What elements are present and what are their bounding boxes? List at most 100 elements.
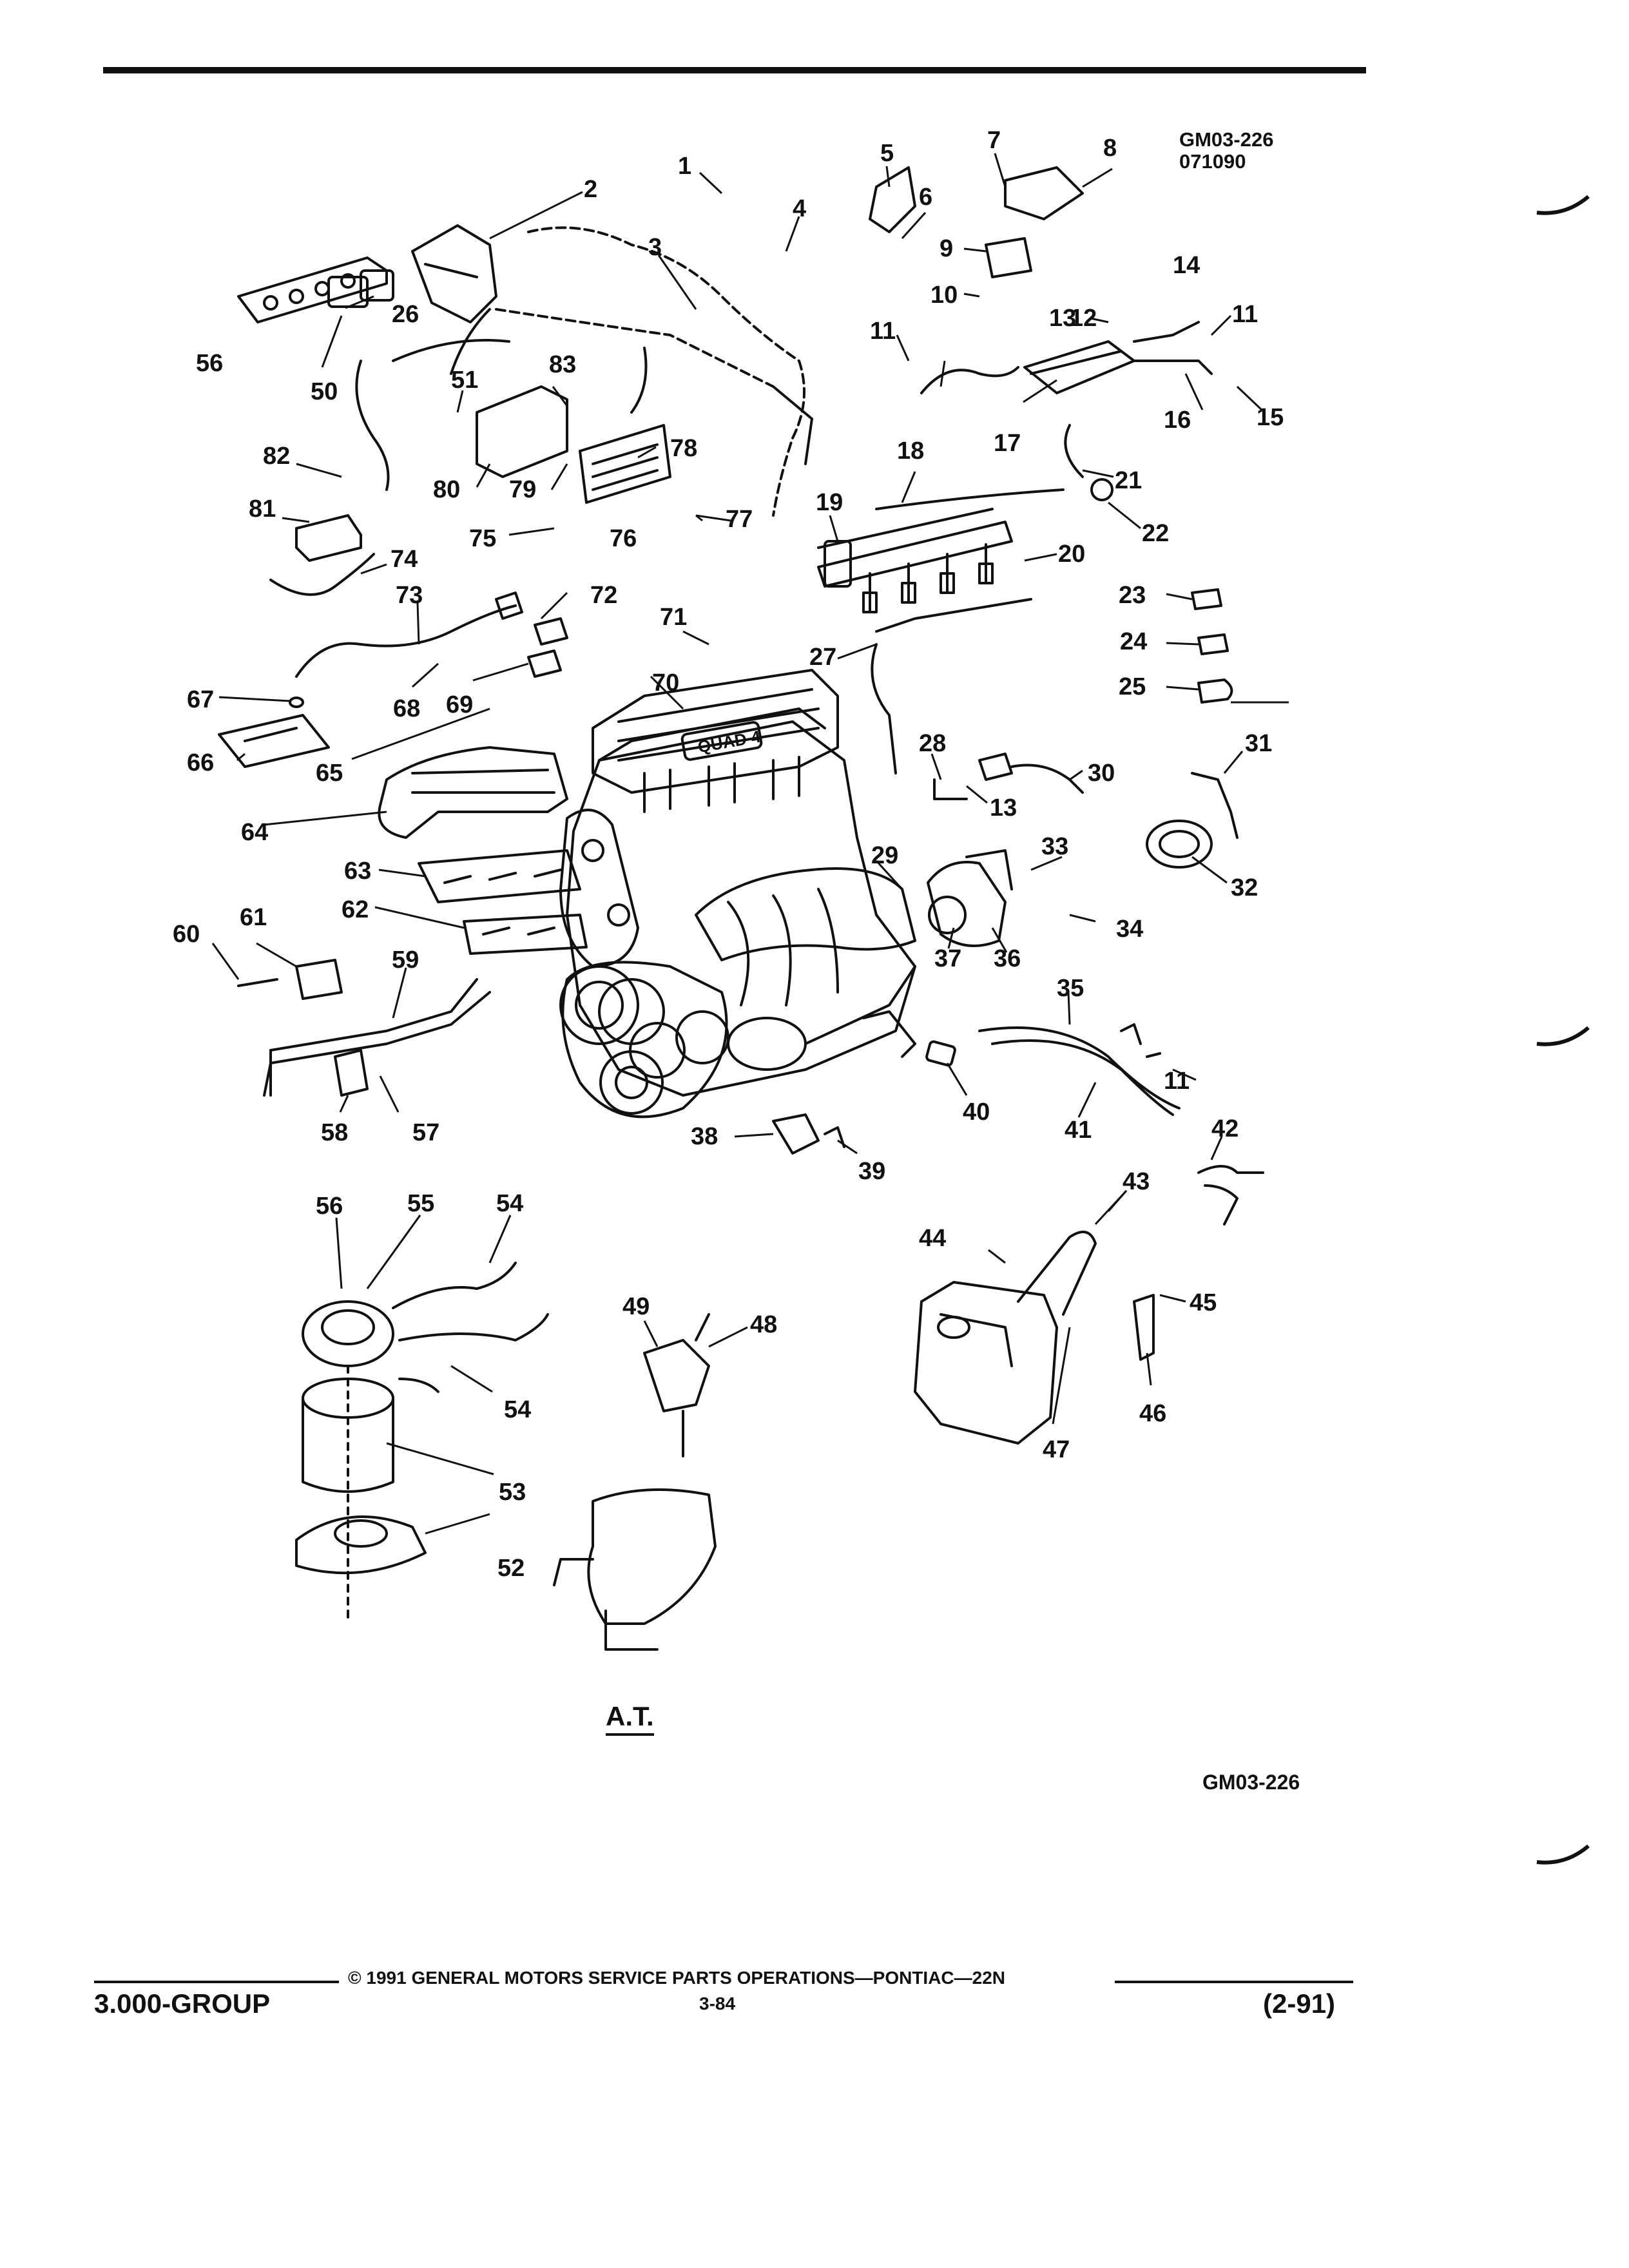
callout: 56 xyxy=(316,1193,343,1220)
callout: 35 xyxy=(1057,975,1084,1002)
callout: 43 xyxy=(1123,1168,1150,1195)
callout: 3 xyxy=(648,234,662,261)
callout: 7 xyxy=(987,127,1001,154)
binder-hole-mark xyxy=(1536,195,1590,215)
callout: 44 xyxy=(919,1225,946,1252)
callout: 45 xyxy=(1190,1289,1217,1316)
engine-assembly: QUAD 4 xyxy=(559,669,916,1119)
callout: 20 xyxy=(1058,541,1085,568)
callout: 47 xyxy=(1043,1436,1070,1463)
callout: 8 xyxy=(1103,135,1117,162)
callout: 34 xyxy=(1116,916,1143,943)
callout: 71 xyxy=(660,604,687,631)
callout: 70 xyxy=(652,669,679,697)
callout: 14 xyxy=(1173,252,1200,279)
callout-labels: 1 2 3 4 5 6 7 8 9 10 11 12 13 14 11 15 1… xyxy=(173,127,1284,1582)
callout: 19 xyxy=(816,489,843,516)
callout: 65 xyxy=(316,760,343,787)
callout: 11 xyxy=(870,318,896,345)
callout: 9 xyxy=(940,235,953,262)
callout: 49 xyxy=(622,1293,650,1320)
callout: 81 xyxy=(249,495,276,523)
callout: 80 xyxy=(433,476,460,503)
callout: 62 xyxy=(342,896,369,923)
figure-code-bottom: GM03-226 xyxy=(1202,1771,1300,1794)
date-code: 071090 xyxy=(1179,150,1246,173)
callout: 63 xyxy=(344,858,371,885)
callout: 13 xyxy=(1049,305,1076,332)
callout: 53 xyxy=(499,1479,526,1506)
callout: 51 xyxy=(451,367,478,394)
callout: 21 xyxy=(1115,467,1142,494)
callout: 31 xyxy=(1245,730,1272,757)
footer-group: 3.000-GROUP xyxy=(94,1988,271,2019)
callout: 75 xyxy=(469,525,496,552)
callout: 30 xyxy=(1088,760,1115,787)
callout: 67 xyxy=(187,686,214,713)
callout: 12 xyxy=(1070,305,1097,332)
callout: 41 xyxy=(1065,1117,1092,1144)
callout: 18 xyxy=(897,437,924,465)
callout: 82 xyxy=(263,443,290,470)
variant-label: A.T. xyxy=(606,1701,654,1736)
footer-revision: (2-91) xyxy=(1263,1988,1336,2019)
callout: 42 xyxy=(1211,1115,1239,1142)
callout: 64 xyxy=(241,819,268,846)
footer-rule-right xyxy=(1115,1981,1353,1983)
callout: 4 xyxy=(793,195,806,222)
callout: 25 xyxy=(1119,673,1146,700)
callout: 40 xyxy=(963,1099,990,1126)
callout: 17 xyxy=(994,430,1021,457)
callout: 10 xyxy=(930,282,958,309)
callout: 27 xyxy=(809,644,836,671)
callout: 74 xyxy=(390,546,418,573)
callout: 1 xyxy=(678,153,691,180)
callout: 48 xyxy=(750,1311,777,1338)
callout: 69 xyxy=(446,691,473,718)
callout: 54 xyxy=(504,1396,531,1423)
top-rule xyxy=(103,67,1366,73)
callout: 83 xyxy=(549,351,576,378)
callout: 58 xyxy=(321,1119,348,1146)
callout: 33 xyxy=(1041,833,1068,860)
callout: 24 xyxy=(1120,628,1147,655)
binder-hole-mark xyxy=(1536,1844,1590,1865)
callout: 29 xyxy=(871,842,898,869)
callout: 22 xyxy=(1142,520,1169,547)
callout: 36 xyxy=(994,945,1021,972)
callout: 68 xyxy=(393,695,420,722)
callout: 37 xyxy=(934,945,961,972)
binder-hole-mark xyxy=(1536,1026,1590,1046)
callout: 16 xyxy=(1164,407,1191,434)
callout: 50 xyxy=(311,378,338,405)
callout: 28 xyxy=(919,730,946,757)
footer-copyright: © 1991 GENERAL MOTORS SERVICE PARTS OPER… xyxy=(348,1968,1006,1988)
figure-code: GM03-226 xyxy=(1179,128,1274,151)
callout: 60 xyxy=(173,921,200,948)
callout: 11 xyxy=(1232,301,1258,328)
callout: 78 xyxy=(670,435,697,462)
callout: 72 xyxy=(590,582,617,609)
callout: 5 xyxy=(880,140,894,167)
callout: 77 xyxy=(726,506,753,533)
callout: 54 xyxy=(496,1190,523,1217)
footer-page-number: 3-84 xyxy=(699,1994,736,2013)
callout: 26 xyxy=(392,301,419,328)
callout: 38 xyxy=(691,1123,718,1150)
callout: 56 xyxy=(196,350,223,377)
callout: 73 xyxy=(396,582,423,609)
callout: 52 xyxy=(497,1555,525,1582)
callout: 61 xyxy=(240,904,267,931)
footer-rule-left xyxy=(94,1981,339,1983)
callout: 6 xyxy=(919,184,932,211)
callout: 46 xyxy=(1139,1400,1166,1427)
callout: 79 xyxy=(509,476,536,503)
callout: 15 xyxy=(1257,404,1284,431)
callout: 66 xyxy=(187,749,214,776)
callout: 32 xyxy=(1231,874,1258,901)
callout: 2 xyxy=(584,176,597,203)
callout: 39 xyxy=(858,1158,885,1185)
callout: 55 xyxy=(407,1190,434,1217)
